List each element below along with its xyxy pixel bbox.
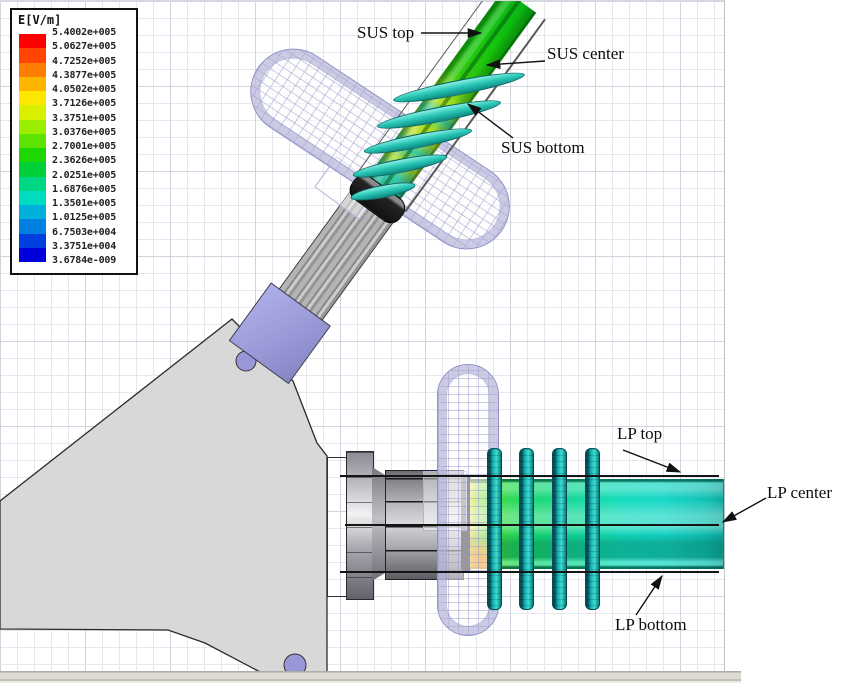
legend-color-band	[19, 247, 46, 262]
legend-color-band	[19, 91, 46, 106]
legend-color-band	[19, 62, 46, 77]
legend-value: 4.7252e+005	[52, 55, 117, 67]
legend-value: 2.7001e+005	[52, 141, 117, 152]
legend-value: 5.4002e+005	[52, 27, 117, 38]
lp-flange-gray-ring	[346, 451, 374, 600]
arrow-lp-center	[721, 497, 767, 523]
legend-value: 3.7126e+005	[52, 98, 117, 110]
lp-grading-fin	[519, 448, 534, 610]
legend-value: 6.7503e+004	[52, 226, 117, 238]
legend-color-band	[19, 119, 46, 134]
legend-color-band	[19, 162, 46, 177]
tank-body-svg	[0, 318, 328, 673]
lp-center-line	[345, 524, 719, 526]
lp-flange-purple-ring	[327, 457, 348, 597]
legend-color-band	[19, 105, 46, 120]
legend-value: 3.3751e+005	[52, 112, 117, 124]
legend-color-band	[19, 219, 46, 234]
label-lp-center: LP center	[767, 483, 832, 502]
legend-color-band	[19, 76, 46, 91]
tank-body	[0, 318, 328, 673]
legend-color-band	[19, 148, 46, 163]
legend-value: 3.3751e+004	[52, 240, 117, 252]
ground-plane	[0, 671, 741, 683]
label-sus-top: SUS top	[357, 23, 415, 42]
mount-bolt-circle	[283, 653, 307, 673]
legend-value: 3.0376e+005	[52, 126, 117, 138]
legend-value: 2.3626e+005	[52, 155, 117, 167]
legend-title: E[V/m]	[18, 13, 62, 27]
legend-color-band	[19, 34, 46, 49]
legend-value: 4.0502e+005	[52, 84, 117, 95]
lp-grading-fin	[487, 448, 502, 610]
legend-value: 5.0627e+005	[52, 41, 117, 53]
legend-value: 1.3501e+005	[52, 198, 117, 209]
label-sus-center: SUS center	[547, 44, 624, 63]
legend-labels: 5.4002e+005 5.0627e+005 4.7252e+005 4.3877e…	[52, 27, 132, 269]
legend-value: 1.6876e+005	[52, 183, 117, 195]
legend-value: 3.6784e-009	[52, 255, 117, 266]
legend-color-band	[19, 133, 46, 148]
label-lp-bottom: LP bottom	[615, 615, 687, 634]
legend-color-band	[19, 205, 46, 220]
lp-grading-fin	[552, 448, 567, 610]
legend-color-band	[19, 190, 46, 205]
lp-bottom-line	[340, 571, 719, 573]
legend-color-band	[19, 176, 46, 191]
legend-value: 2.0251e+005	[52, 169, 117, 181]
label-lp-top: LP top	[617, 424, 663, 443]
legend-value: 1.0125e+005	[52, 212, 117, 224]
legend-value: 4.3877e+005	[52, 69, 117, 81]
lp-grading-fin	[585, 448, 600, 610]
lp-top-line	[340, 475, 719, 477]
label-sus-bottom: SUS bottom	[501, 138, 585, 157]
legend-colorbar	[19, 34, 46, 262]
field-legend: E[V/m] 5.4002e+005 5.0627e+005 4.7252e+005…	[10, 8, 138, 275]
legend-color-band	[19, 48, 46, 63]
legend-color-band	[19, 233, 46, 248]
